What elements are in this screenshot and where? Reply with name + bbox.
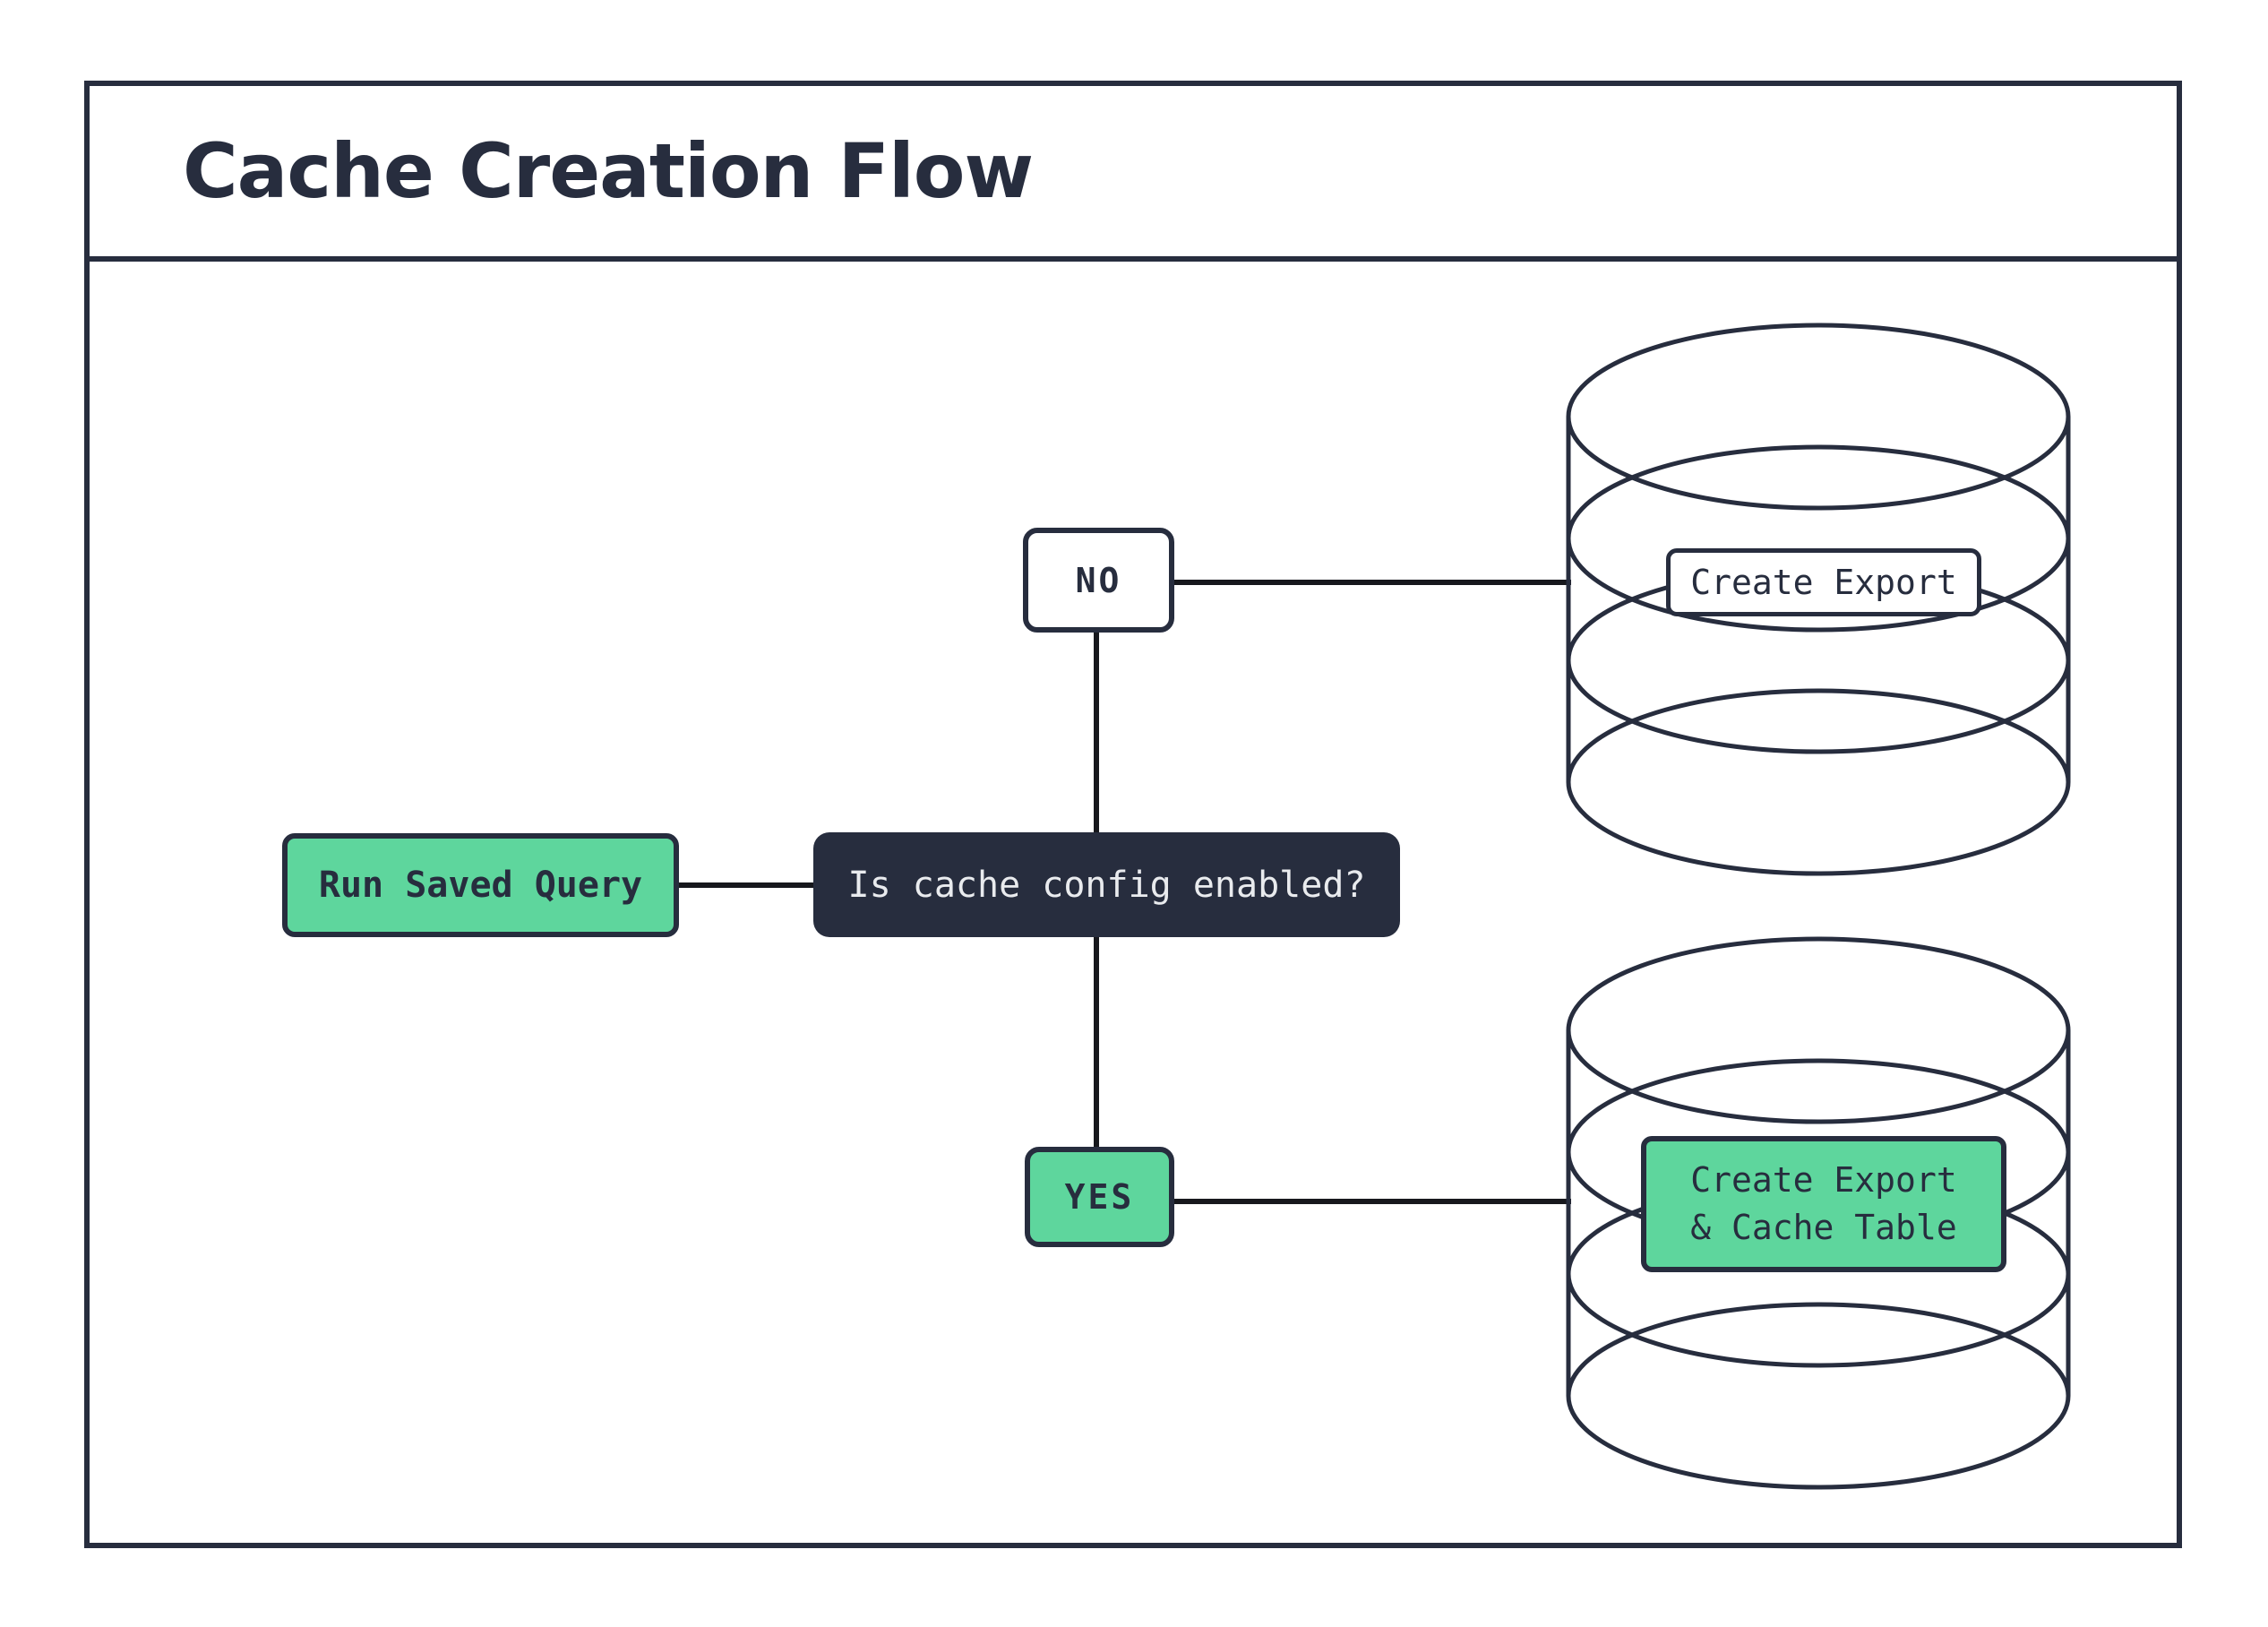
node-create-export-cache-line2: & Cache Table bbox=[1690, 1208, 1957, 1247]
node-decision-label: Is cache config enabled? bbox=[847, 864, 1366, 906]
node-decision-cache-config: Is cache config enabled? bbox=[813, 832, 1400, 937]
edge-label-no: NO bbox=[1023, 528, 1174, 633]
node-run-saved-query: Run Saved Query bbox=[282, 833, 679, 937]
edge-label-yes-text: YES bbox=[1064, 1177, 1135, 1217]
node-create-export: Create Export bbox=[1666, 548, 1981, 616]
edge-label-no-text: NO bbox=[1075, 560, 1122, 600]
node-run-saved-query-label: Run Saved Query bbox=[318, 865, 643, 906]
edge-label-yes: YES bbox=[1025, 1147, 1174, 1247]
node-create-export-cache-table: Create Export & Cache Table bbox=[1641, 1136, 2006, 1272]
diagram-header: Cache Creation Flow bbox=[90, 86, 2177, 262]
node-create-export-label: Create Export bbox=[1690, 563, 1957, 602]
page-title: Cache Creation Flow bbox=[183, 127, 1034, 215]
connector-lines bbox=[676, 580, 1571, 1204]
node-create-export-cache-line1: Create Export bbox=[1690, 1159, 1957, 1200]
